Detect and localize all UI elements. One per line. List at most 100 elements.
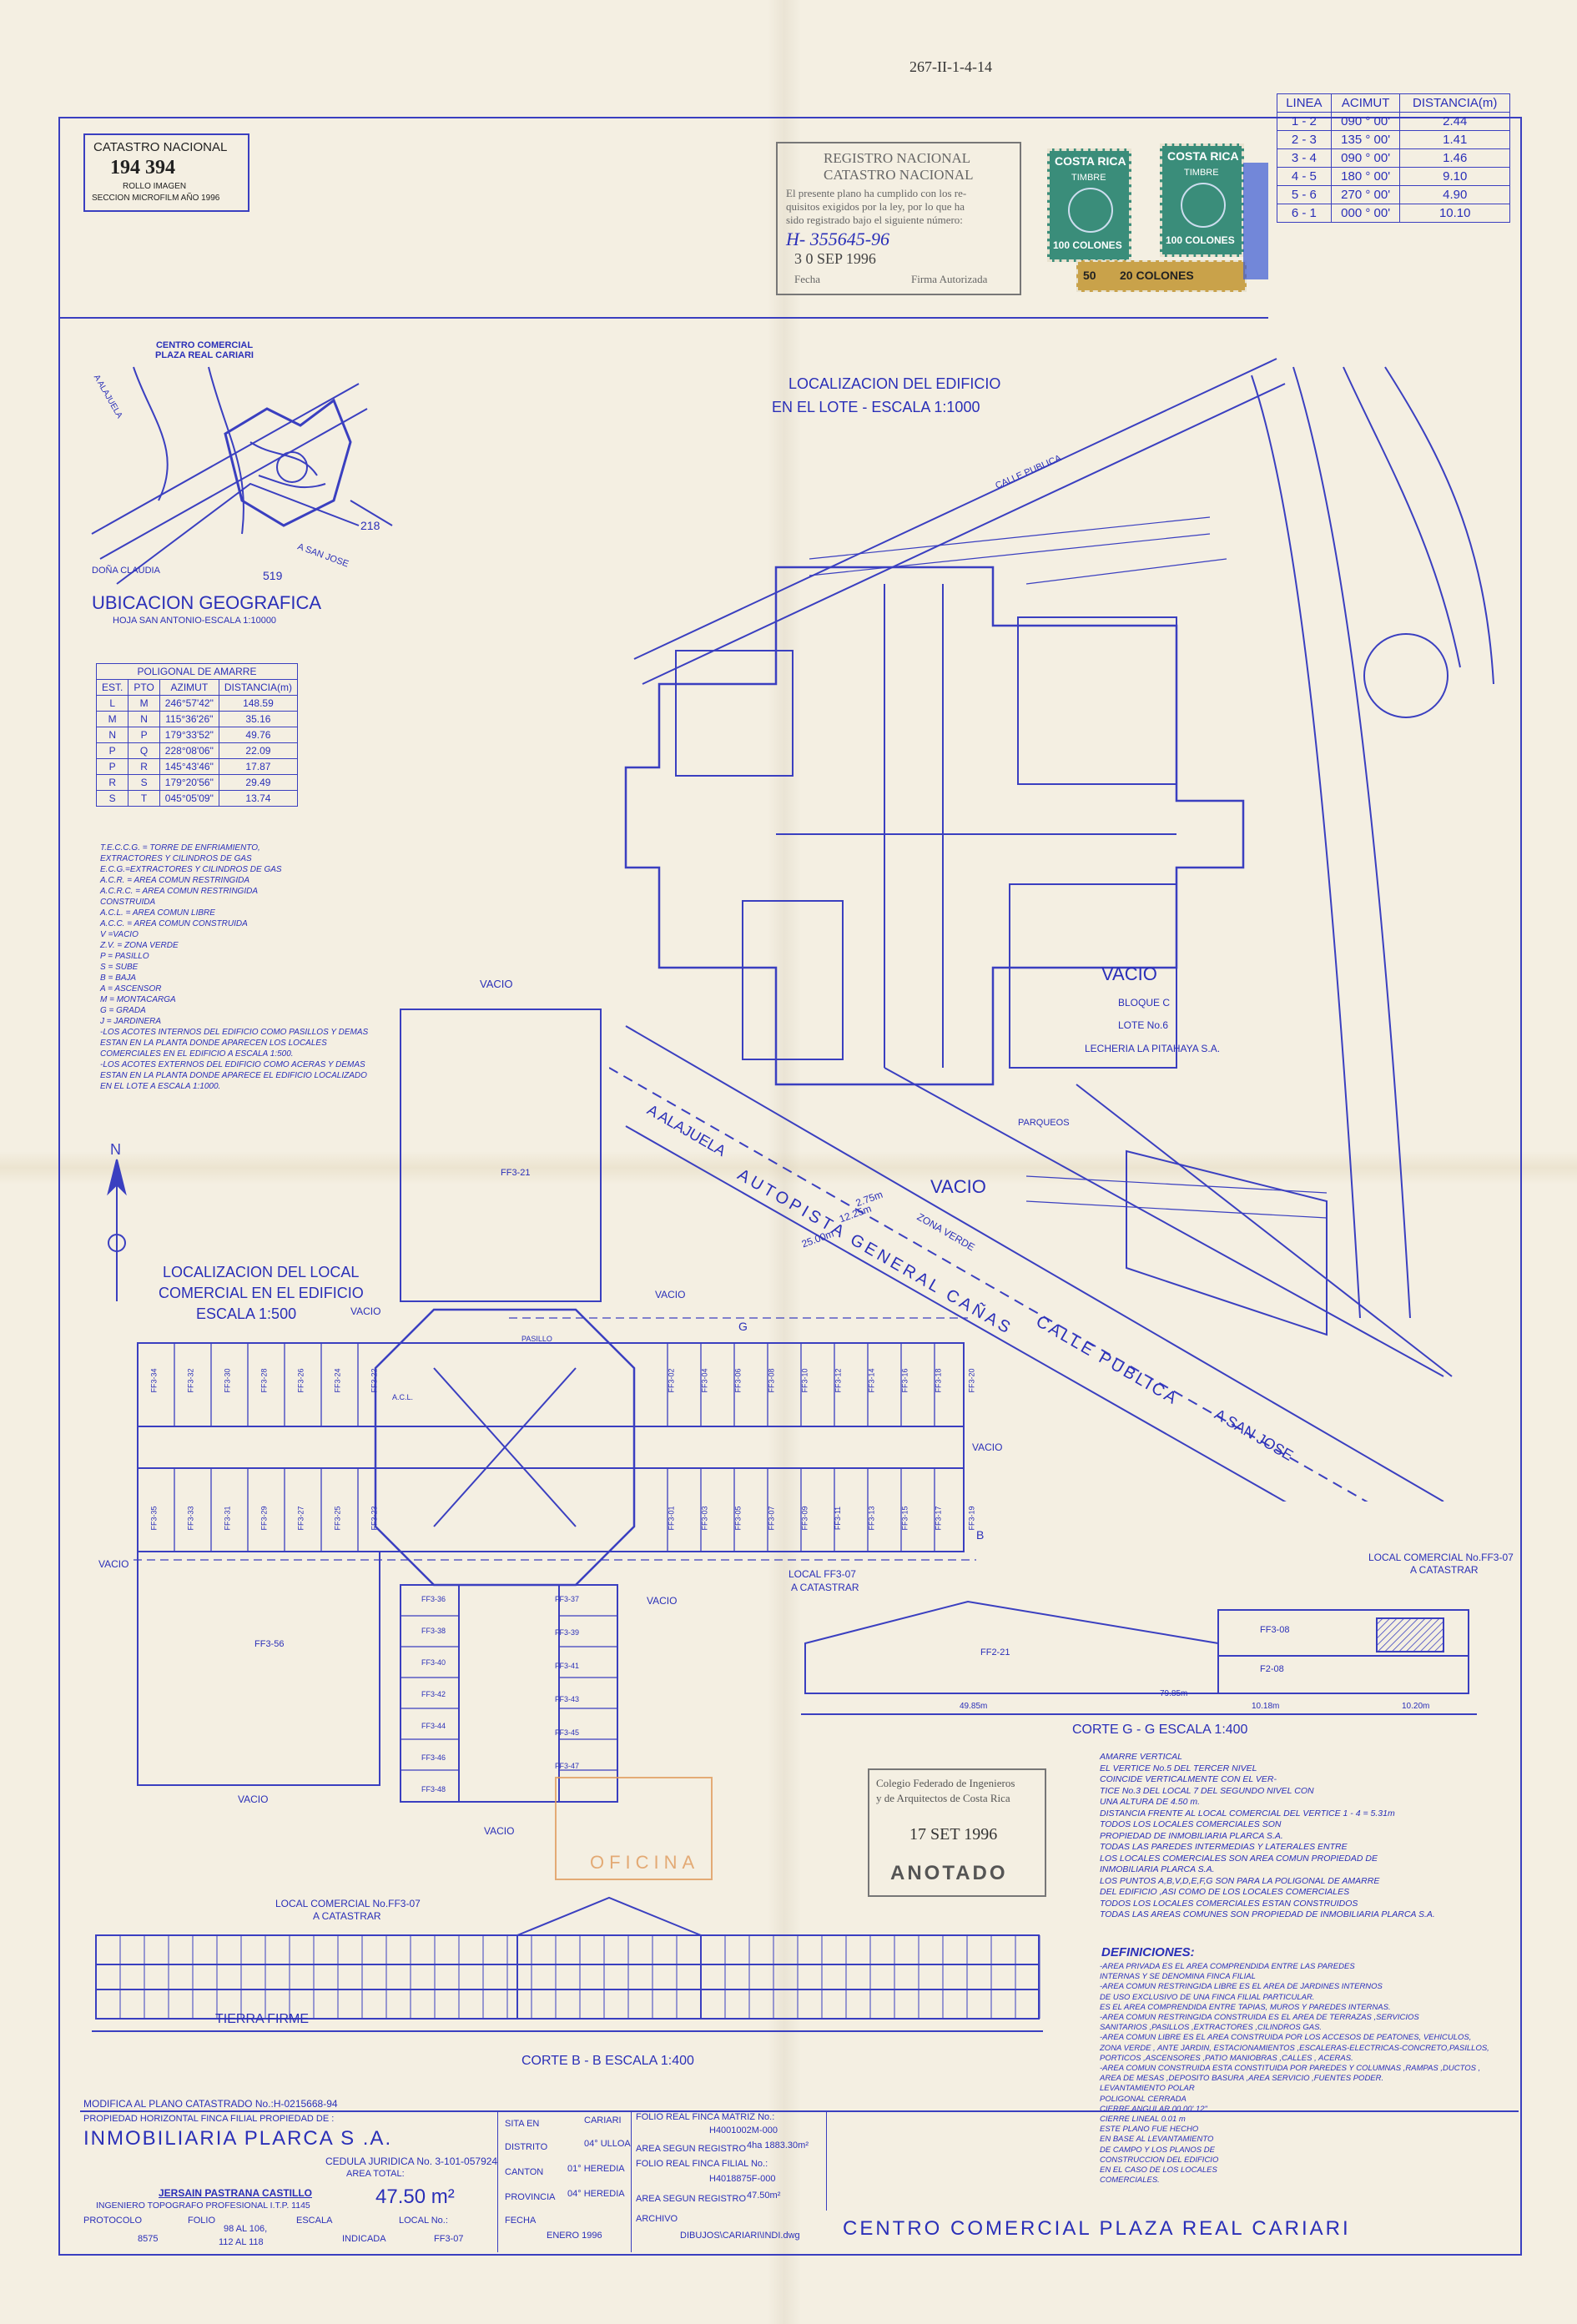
- list-item: Z.V. = ZONA VERDE: [100, 941, 179, 950]
- map-dona-claudia-label: DOÑA CLAUDIA: [92, 566, 160, 576]
- title-block: [80, 2110, 1519, 2254]
- cell: M: [128, 695, 160, 712]
- oficina-stamp: OFICINA: [555, 1777, 713, 1880]
- tb-sita-label: SITA EN: [505, 2119, 540, 2129]
- unit-label: FF3-44: [421, 1722, 446, 1730]
- list-item: TODAS LAS AREAS COMUNES SON PROPIEDAD DE…: [1100, 1909, 1435, 1919]
- list-item: A.C.R.C. = AREA COMUN RESTRINGIDA: [100, 887, 259, 896]
- list-item: -LOS ACOTES EXTERNOS DEL EDIFICIO COMO A…: [100, 1060, 365, 1069]
- list-item: CONSTRUIDA: [100, 898, 156, 907]
- tb-area-registro-2-label: AREA SEGUN REGISTRO: [636, 2194, 747, 2204]
- gg-d2: 79.85m: [1160, 1689, 1188, 1698]
- colegio-anotado: ANOTADO: [890, 1862, 1008, 1884]
- list-item: DEL EDIFICIO ,ASI COMO DE LOS LOCALES CO…: [1100, 1887, 1350, 1897]
- site-plan-drawing: [609, 358, 1494, 1502]
- floor-ff3-21: FF3-21: [501, 1168, 531, 1178]
- floor-ff3-56: FF3-56: [254, 1639, 285, 1649]
- unit-label: FF3-28: [259, 1368, 269, 1393]
- unit-label: FF3-03: [700, 1506, 709, 1531]
- unit-label: FF3-23: [370, 1506, 379, 1531]
- map-centro-label: CENTRO COMERCIAL PLAZA REAL CARIARI: [155, 340, 254, 360]
- stamp-blue-edge: [1243, 163, 1268, 279]
- tb-escala-label: ESCALA: [296, 2216, 333, 2226]
- legend: T.E.C.C.G. = TORRE DE ENFRIAMIENTO,EXTRA…: [100, 843, 368, 1092]
- site-vacio: VACIO: [1101, 963, 1157, 984]
- unit-label: FF3-30: [223, 1368, 232, 1393]
- unit-label: FF3-10: [800, 1368, 809, 1393]
- list-item: EN EL LOTE A ESCALA 1:1000.: [100, 1082, 221, 1091]
- lines-header-0: LINEA: [1277, 93, 1332, 113]
- unit-label: FF3-05: [733, 1506, 743, 1531]
- list-item: ES EL AREA COMPRENDIDA ENTRE TAPIAS, MUR…: [1100, 2002, 1391, 2012]
- floor-vacio-left: VACIO: [350, 1305, 381, 1317]
- unit-label: FF3-14: [867, 1368, 876, 1393]
- cell: 000 ° 00': [1330, 204, 1401, 223]
- list-item: UNA ALTURA DE 4.50 m.: [1100, 1797, 1201, 1807]
- bb-tierra-firme: TIERRA FIRME: [215, 2012, 310, 2026]
- stamp1-value: 100 COLONES: [1053, 239, 1122, 251]
- cell: N: [128, 711, 160, 727]
- unit-label: FF3-17: [934, 1506, 943, 1531]
- gg-f208: F2-08: [1260, 1664, 1284, 1674]
- tb-cedula: CEDULA JURIDICA No. 3-101-057924: [325, 2155, 498, 2167]
- list-item: EL VERTICE No.5 DEL TERCER NIVEL: [1100, 1763, 1257, 1773]
- unit-label: FF3-12: [834, 1368, 843, 1393]
- tb-owner: INMOBILIARIA PLARCA S .A.: [83, 2127, 393, 2150]
- registro-date: 3 0 SEP 1996: [794, 250, 876, 267]
- list-item: -AREA COMUN RESTRINGIDA CONSTRUIDA ES EL…: [1100, 2013, 1419, 2023]
- cell: 1.41: [1399, 130, 1510, 149]
- registro-text-3: sido registrado bajo el siguiente número…: [786, 214, 963, 226]
- gg-label: CORTE G - G ESCALA 1:400: [1072, 1723, 1248, 1737]
- tb-area-total-label: AREA TOTAL:: [346, 2169, 405, 2179]
- cell: 1.46: [1399, 148, 1510, 168]
- list-item: TODOS LOS LOCALES COMERCIALES ESTAN CONS…: [1100, 1898, 1358, 1909]
- gg-d1: 49.85m: [960, 1702, 988, 1711]
- poligonal-title: POLIGONAL DE AMARRE: [96, 663, 298, 680]
- tb-protocolo-label: PROTOCOLO: [83, 2216, 143, 2226]
- tb-canton: 01° HEREDIA: [567, 2164, 625, 2174]
- stamp1-seal-icon: [1068, 188, 1113, 233]
- svg-text:N: N: [110, 1143, 121, 1158]
- cell: N: [95, 727, 129, 743]
- tb-area-registro-2: 47.50m²: [747, 2191, 781, 2201]
- cell: P: [95, 742, 129, 759]
- registro-title-1: REGISTRO NACIONAL: [824, 150, 971, 166]
- floor-vacio-east: VACIO: [972, 1441, 1003, 1453]
- list-item: AMARRE VERTICAL: [1100, 1752, 1182, 1762]
- list-item: LOS PUNTOS A,B,V,D,E,F,G SON PARA LA POL…: [1100, 1875, 1380, 1886]
- floor-vacio-right: VACIO: [655, 1289, 686, 1300]
- unit-label: FF3-02: [667, 1368, 676, 1393]
- site-plan-title-1: LOCALIZACION DEL EDIFICIO: [788, 375, 1001, 392]
- tb-folio-label: FOLIO: [188, 2216, 216, 2226]
- floor-vacio-bottom: VACIO: [238, 1793, 269, 1805]
- list-item: CONSTRUCCION DEL EDIFICIO: [1100, 2155, 1219, 2165]
- north-arrow-icon: N: [107, 1143, 127, 1301]
- tb-folio-matriz: H4001002M-000: [709, 2125, 778, 2135]
- floor-b-marker: B: [976, 1528, 985, 1542]
- catastro-number: 194 394: [110, 157, 175, 179]
- registro-stamp: REGISTRO NACIONAL CATASTRO NACIONAL El p…: [776, 142, 1021, 295]
- cell: 179°33'52": [159, 727, 219, 743]
- tb-project: CENTRO COMERCIAL PLAZA REAL CARIARI: [843, 2217, 1351, 2240]
- tb-sita: CARIARI: [584, 2115, 622, 2125]
- stamp3-value: 20 COLONES: [1120, 269, 1194, 282]
- list-item: LOS LOCALES COMERCIALES SON AREA COMUN P…: [1100, 1853, 1378, 1864]
- section-bb-drawing: [92, 1896, 1043, 2032]
- revenue-stamp-1: COSTA RICA TIMBRE 100 COLONES: [1047, 148, 1131, 262]
- cell: T: [128, 790, 160, 807]
- unit-label: FF3-37: [555, 1595, 580, 1603]
- cell: R: [95, 774, 129, 791]
- tb-divider-1: [497, 2110, 498, 2252]
- cell: 179°20'56": [159, 774, 219, 791]
- cell: 115°36'26": [159, 711, 219, 727]
- site-lecheria: LECHERIA LA PITAHAYA S.A.: [1085, 1043, 1221, 1054]
- unit-label: FF3-39: [555, 1628, 580, 1637]
- floor-plan-title-3: ESCALA 1:500: [196, 1305, 297, 1322]
- floor-local-label-2: A CATASTRAR: [791, 1582, 859, 1593]
